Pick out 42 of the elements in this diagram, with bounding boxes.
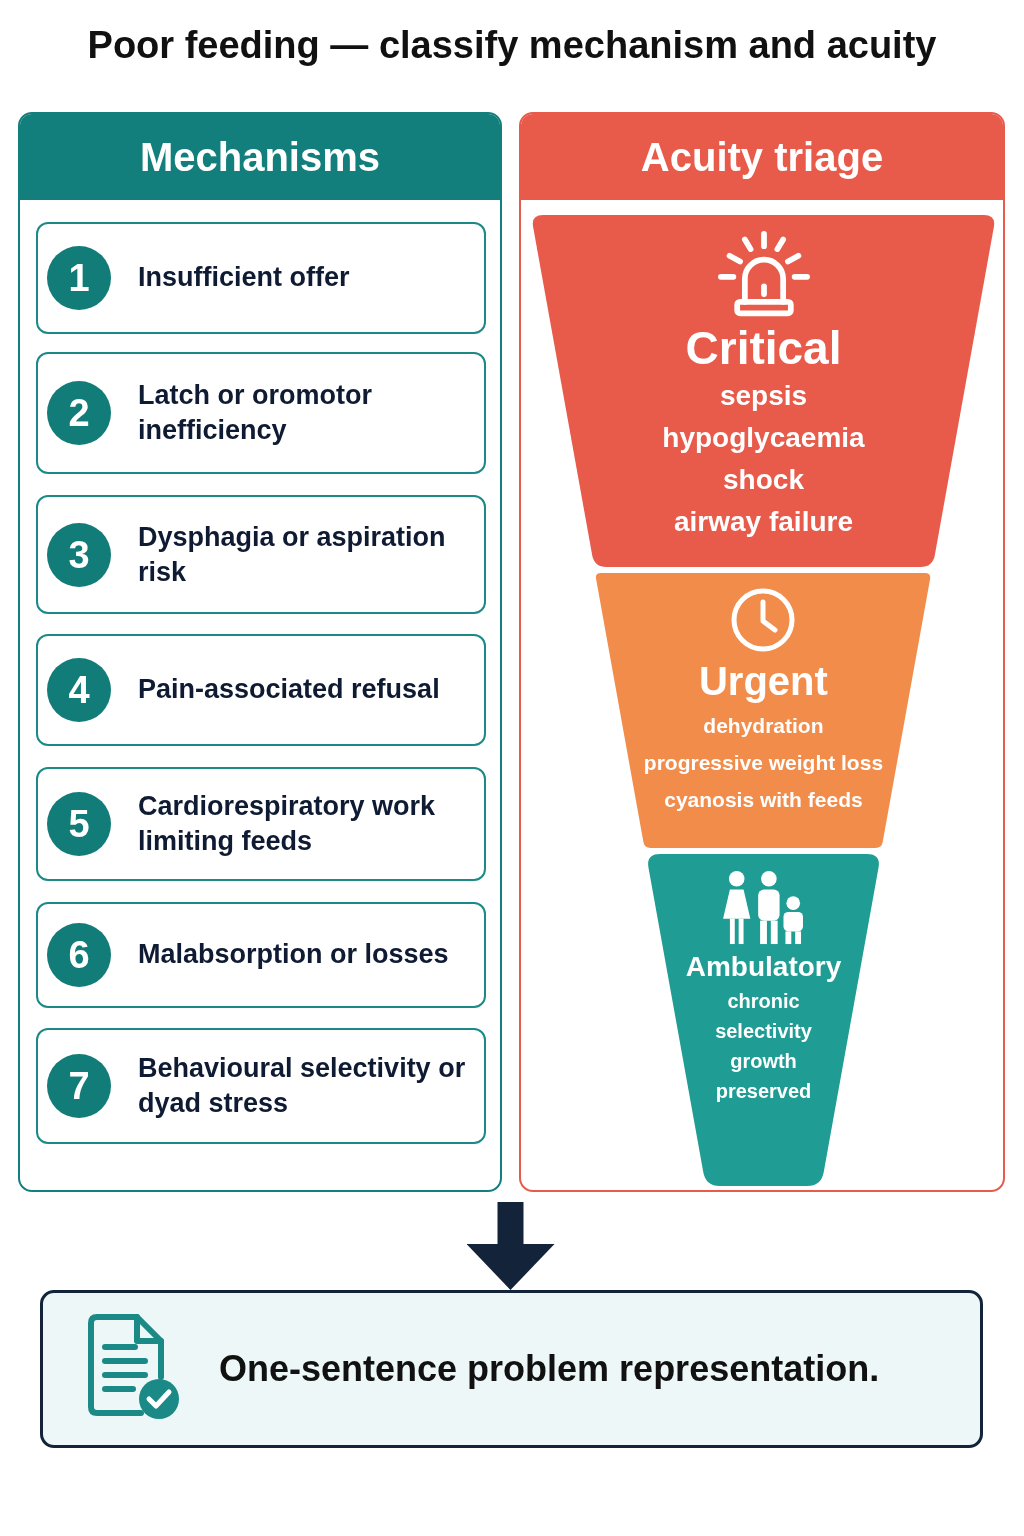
mechanism-card xyxy=(36,222,486,334)
mechanism-label: Latch or oromotor inefficiency xyxy=(138,378,373,447)
tier-item: cyanosis with feeds xyxy=(664,787,863,813)
mechanism-card xyxy=(36,902,486,1008)
tier-item: shock xyxy=(723,463,804,497)
mechanism-label: Cardiorespiratory work limiting feeds xyxy=(138,789,437,858)
tier-item: sepsis xyxy=(719,379,808,413)
number-badge: 2 xyxy=(47,381,111,445)
mechanism-label: Dysphagia or aspiration risk xyxy=(138,520,447,589)
column-panel xyxy=(18,112,502,1192)
funnel-tier xyxy=(595,573,932,848)
mechanism-label: Pain-associated refusal xyxy=(138,673,440,707)
mechanism-card xyxy=(36,352,486,474)
number-badge: 7 xyxy=(47,1054,111,1118)
mechanism-card xyxy=(36,1028,486,1144)
mechanism-label: Insufficient offer xyxy=(138,261,350,295)
panel-header: Mechanisms xyxy=(20,114,500,200)
number-badge: 6 xyxy=(47,923,111,987)
funnel-tier xyxy=(531,215,996,567)
number-badge: 4 xyxy=(47,658,111,722)
tier-item: hypoglycaemia xyxy=(662,421,865,455)
tier-item: progressive weight loss xyxy=(643,750,884,776)
tier-heading: Urgent xyxy=(699,658,828,705)
tier-item: airway failure xyxy=(674,505,853,539)
mechanism-label: Malabsorption or losses xyxy=(138,938,449,972)
title: Poor feeding — classify mechanism and acuity xyxy=(87,24,937,67)
mechanism-card xyxy=(36,634,486,746)
mechanism-card xyxy=(36,767,486,881)
mechanism-card xyxy=(36,495,486,614)
tier-item: growth preserved xyxy=(714,1049,813,1104)
tier-heading: Ambulatory xyxy=(685,950,842,984)
tier-item: dehydration xyxy=(703,713,824,739)
summary-box xyxy=(40,1290,983,1448)
panel-header: Acuity triage xyxy=(521,114,1003,200)
column-panel xyxy=(519,112,1005,1192)
tier-heading: Critical xyxy=(685,321,842,375)
number-badge: 3 xyxy=(47,522,111,587)
number-badge: 5 xyxy=(47,792,111,856)
number-badge: 1 xyxy=(47,246,111,310)
funnel-tier xyxy=(646,854,881,1186)
mechanism-label: Behavioural selectivity or dyad stress xyxy=(138,1051,467,1120)
summary-text: One-sentence problem representation. xyxy=(219,1348,880,1390)
